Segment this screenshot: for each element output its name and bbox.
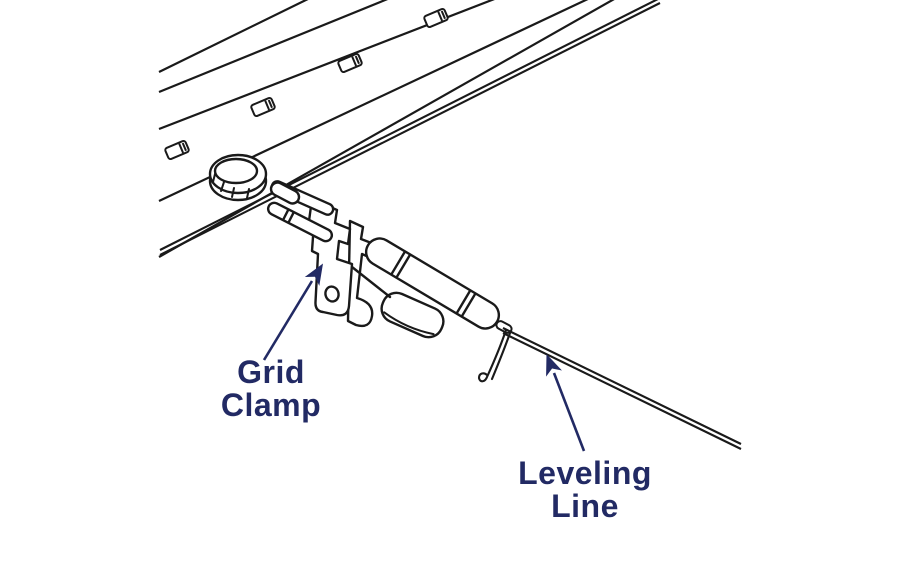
grid-clamp-label-line2: Clamp (220, 387, 322, 423)
grid-clamp-arrow (262, 263, 323, 361)
leveling-line-arrow (546, 354, 586, 452)
leveling-line-label-line1: Leveling (518, 455, 652, 491)
ceiling-grid-rail-icon (158, 0, 615, 258)
line-curl (477, 328, 512, 383)
clamp-knob-icon (208, 153, 268, 202)
leveling-line-label-line2: Line (551, 488, 619, 524)
clamp-body-plate (307, 197, 354, 317)
clamp-stub (269, 181, 301, 205)
grid-clamp-label: Grid Clamp (161, 356, 381, 422)
grid-clamp-icon (208, 153, 513, 383)
leveling-line-right-segment (502, 327, 742, 450)
clamp-pad (380, 291, 445, 339)
grid-clamp-label-line1: Grid (237, 354, 305, 390)
rail-slots (164, 7, 449, 161)
leveling-line-left-segment (159, 0, 661, 256)
clamp-linkage (350, 265, 392, 299)
clamp-body-hole (324, 285, 340, 303)
leveling-line-label: Leveling Line (475, 457, 695, 523)
